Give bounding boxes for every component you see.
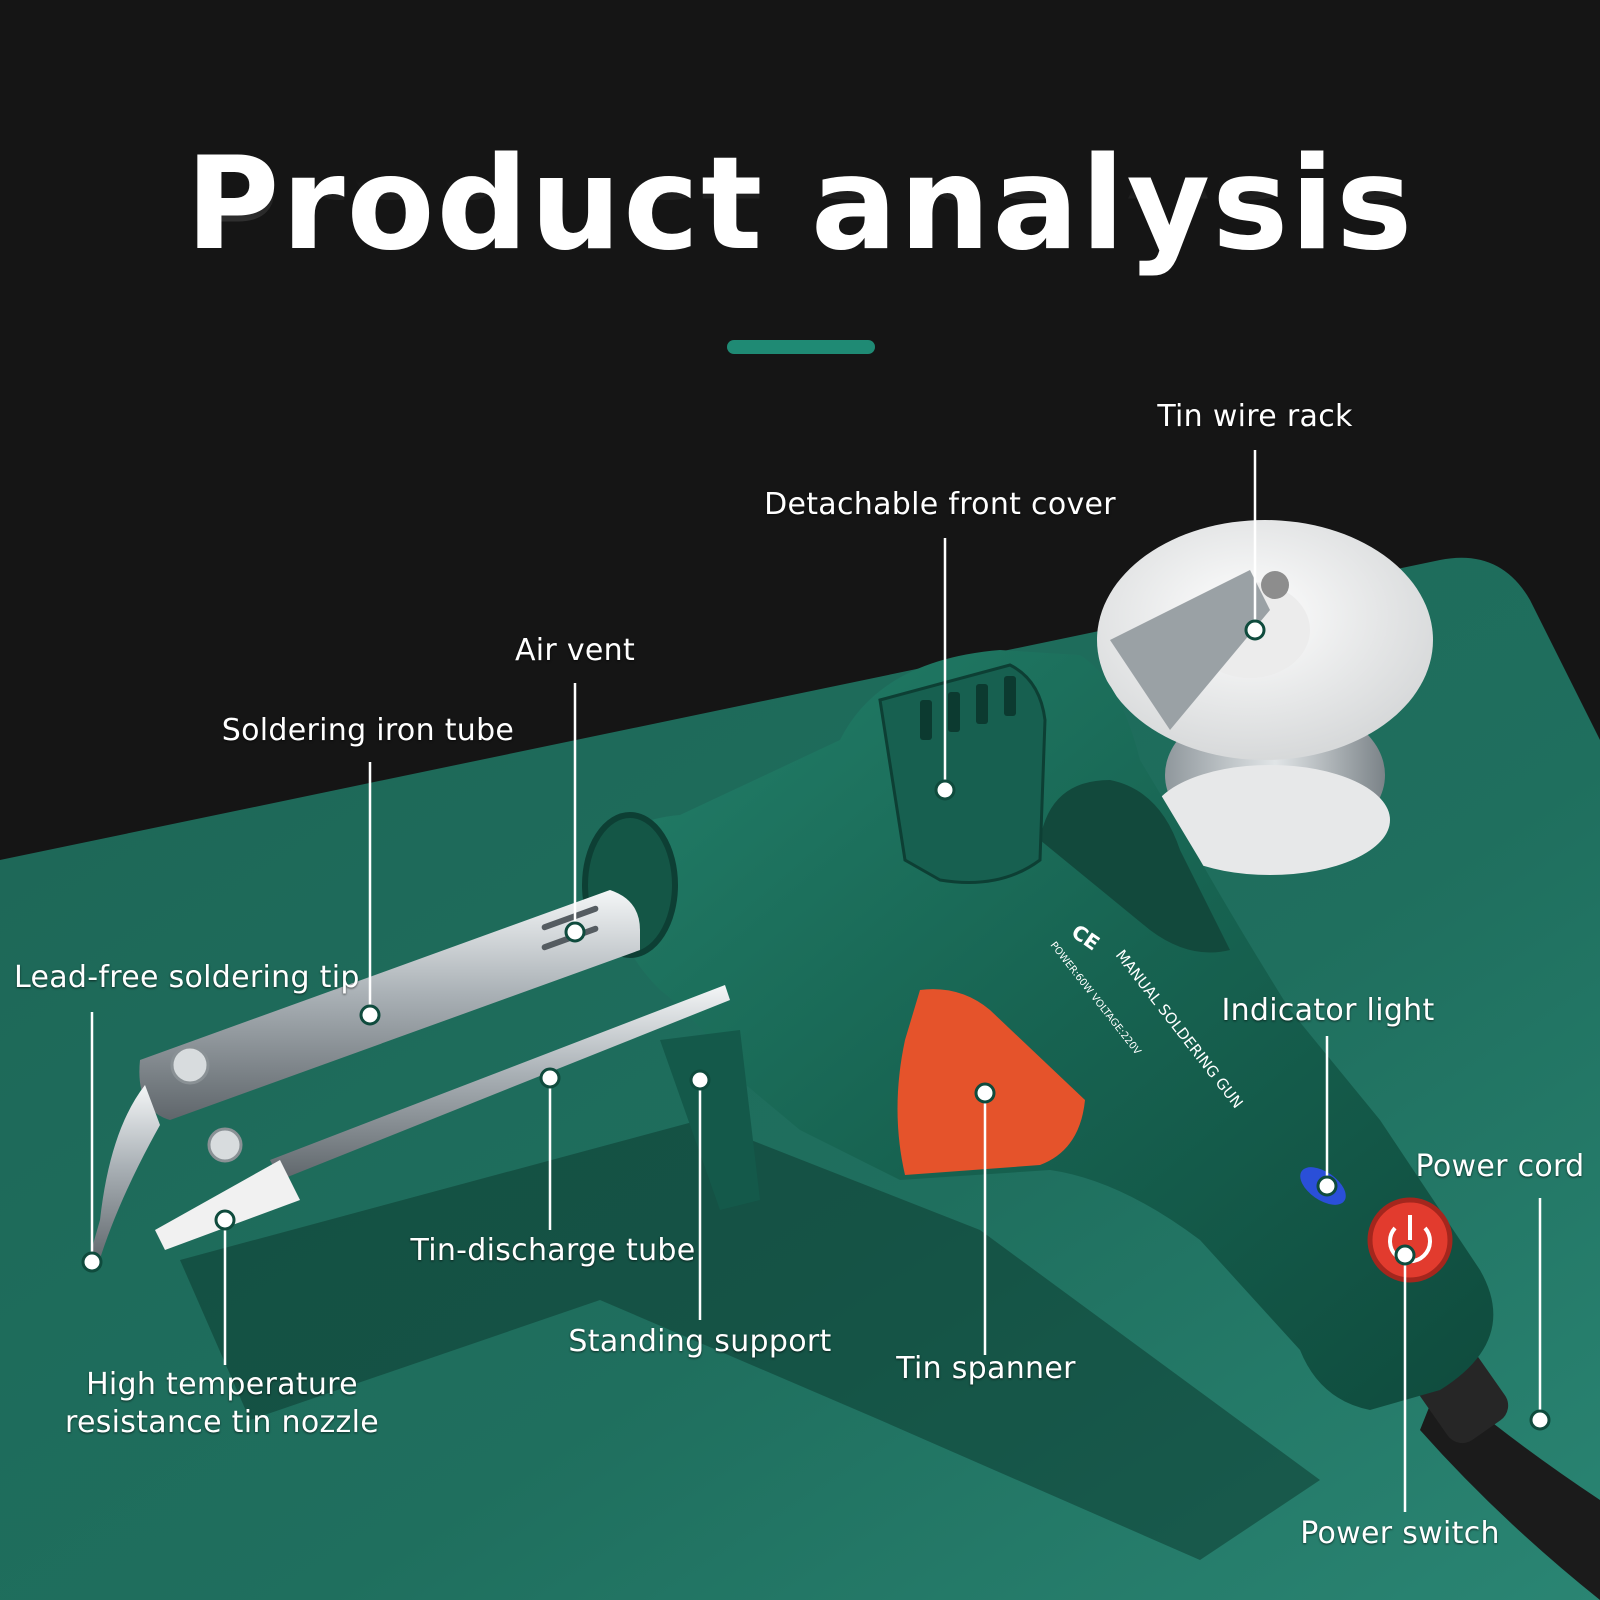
label-power-switch: Power switch bbox=[1300, 1516, 1500, 1551]
label-tin-nozzle-line-1: High temperature bbox=[86, 1367, 358, 1402]
label-detachable-front-cover: Detachable front cover bbox=[764, 487, 1116, 522]
dot-tin-nozzle bbox=[214, 1209, 236, 1231]
dot-tin-spanner bbox=[974, 1082, 996, 1104]
page-title: Product analysis bbox=[185, 130, 1415, 279]
clamp-screw-lower bbox=[207, 1127, 243, 1163]
spool-back-flange bbox=[1150, 765, 1390, 875]
dot-indicator bbox=[1316, 1175, 1338, 1197]
bracket-screw bbox=[1261, 571, 1289, 599]
dot-air-vent bbox=[564, 921, 586, 943]
tin-discharge-tube-shape bbox=[270, 985, 730, 1180]
front-cover-panel bbox=[878, 663, 1047, 884]
label-tin-wire-rack: Tin wire rack bbox=[1157, 399, 1353, 434]
air-vents bbox=[920, 676, 1016, 740]
label-tin-discharge-tube: Tin-discharge tube bbox=[410, 1233, 696, 1268]
title-accent-bar bbox=[727, 340, 875, 354]
dot-iron-tube bbox=[359, 1004, 381, 1026]
label-standing-support: Standing support bbox=[568, 1324, 832, 1359]
clamp-screw-upper bbox=[170, 1045, 210, 1085]
dot-standing-support bbox=[689, 1069, 711, 1091]
label-indicator-light: Indicator light bbox=[1221, 993, 1435, 1028]
dot-front-cover bbox=[934, 779, 956, 801]
leader-lines bbox=[90, 450, 1542, 1512]
label-tin-nozzle: High temperature resistance tin nozzle bbox=[52, 1366, 392, 1442]
dot-tin-wire-rack bbox=[1244, 619, 1266, 641]
label-lead-free-soldering-tip: Lead-free soldering tip bbox=[14, 960, 360, 995]
gun-body bbox=[600, 650, 1494, 1410]
standing-support-shape bbox=[660, 1030, 760, 1210]
label-soldering-iron-tube: Soldering iron tube bbox=[221, 713, 515, 748]
label-tin-spanner: Tin spanner bbox=[896, 1351, 1076, 1386]
spool-bracket bbox=[1110, 570, 1270, 730]
label-power-cord: Power cord bbox=[1415, 1149, 1585, 1184]
dot-power-switch bbox=[1394, 1244, 1416, 1266]
trigger bbox=[897, 989, 1085, 1175]
dot-discharge-tube bbox=[539, 1067, 561, 1089]
anchor-dots bbox=[81, 619, 1551, 1431]
soldering-tip bbox=[88, 1085, 160, 1265]
label-air-vent: Air vent bbox=[514, 633, 636, 668]
dot-soldering-tip bbox=[81, 1251, 103, 1273]
gun-shadow bbox=[180, 1120, 1320, 1560]
soldering-iron-tube bbox=[139, 890, 640, 1120]
tin-nozzle bbox=[155, 1160, 300, 1250]
handle-opening bbox=[1040, 780, 1230, 953]
dot-power-cord bbox=[1529, 1409, 1551, 1431]
label-tin-nozzle-line-2: resistance tin nozzle bbox=[65, 1405, 379, 1440]
